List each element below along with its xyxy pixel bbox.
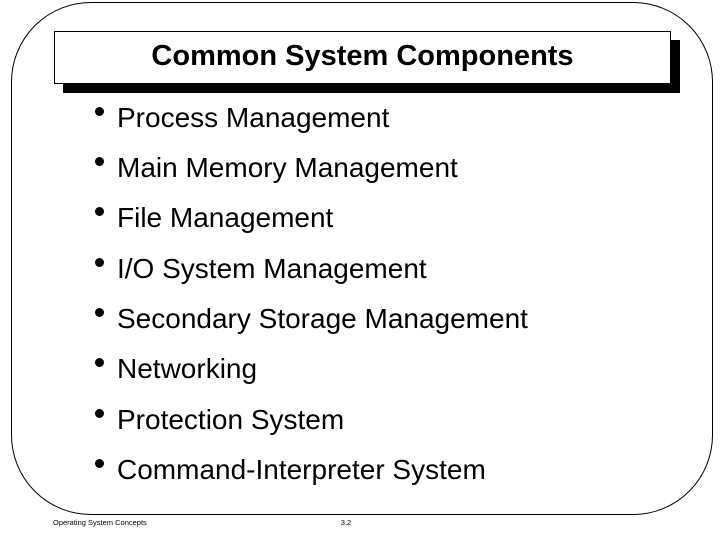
- bullet-list: Process Management Main Memory Managemen…: [95, 86, 675, 489]
- bullet-dot-icon: [95, 257, 104, 267]
- bullet-dot-icon: [95, 358, 104, 368]
- footer-book-title: Operating System Concepts: [53, 518, 147, 527]
- bullet-item-label: Protection System: [117, 403, 345, 435]
- bullet-item-label: Process Management: [117, 101, 390, 133]
- bullet-item-label: Secondary Storage Management: [117, 302, 528, 334]
- list-item: I/O System Management: [95, 237, 675, 287]
- slide-border-frame: [11, 2, 713, 515]
- bullet-item-label: Networking: [117, 353, 258, 385]
- list-item: Networking: [95, 338, 675, 388]
- bullet-item-label: I/O System Management: [117, 252, 427, 284]
- slide-title-box: Common System Components: [54, 31, 671, 84]
- bullet-dot-icon: [95, 156, 104, 166]
- bullet-dot-icon: [95, 307, 104, 317]
- list-item: Command-Interpreter System: [95, 438, 675, 488]
- page-title: Common System Components: [151, 40, 574, 72]
- list-item: Process Management: [95, 86, 675, 136]
- list-item: Protection System: [95, 388, 675, 438]
- list-item: Main Memory Management: [95, 136, 675, 186]
- bullet-item-label: Main Memory Management: [117, 151, 458, 183]
- bullet-dot-icon: [95, 106, 104, 116]
- bullet-dot-icon: [95, 408, 104, 418]
- bullet-item-label: File Management: [117, 202, 334, 234]
- bullet-dot-icon: [95, 207, 104, 217]
- bullet-dot-icon: [95, 458, 104, 468]
- list-item: File Management: [95, 187, 675, 237]
- list-item: Secondary Storage Management: [95, 287, 675, 337]
- bullet-item-label: Command-Interpreter System: [117, 453, 486, 485]
- footer-page-number: 3.2: [340, 518, 352, 527]
